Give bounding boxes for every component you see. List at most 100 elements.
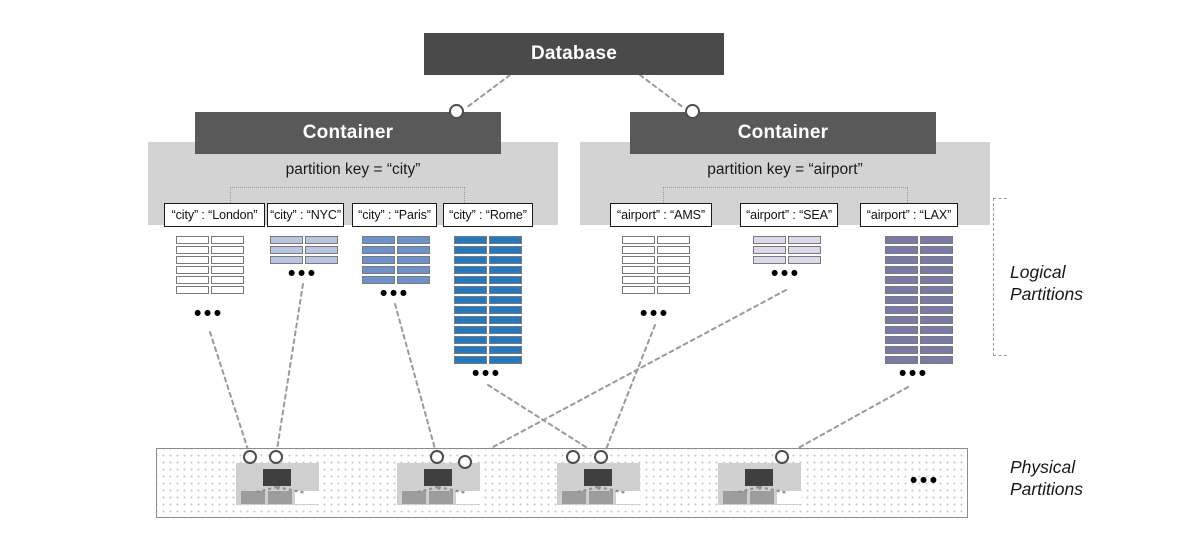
physical-partition-3-replica-b: [589, 491, 613, 504]
document-item: [885, 256, 918, 264]
document-item: [920, 336, 953, 344]
document-stack-rome: [454, 236, 522, 364]
document-stack-paris: [362, 236, 430, 284]
document-item: [622, 256, 655, 264]
document-item: [454, 326, 487, 334]
document-item: [454, 236, 487, 244]
physical-partition-3-replica-c: [616, 491, 640, 504]
document-item: [885, 296, 918, 304]
document-item: [657, 276, 690, 284]
physical-partition-2-host: [424, 469, 452, 486]
document-item: [454, 266, 487, 274]
physical-partition-2-connector-a[interactable]: [430, 450, 444, 464]
document-stack-london: [176, 236, 244, 294]
document-item: [211, 266, 244, 274]
document-item: [489, 256, 522, 264]
document-item: [885, 276, 918, 284]
document-item: [176, 236, 209, 244]
physical-partition-2-replica-c: [456, 491, 480, 504]
document-item: [176, 256, 209, 264]
document-stack-nyc: [270, 236, 338, 264]
document-column: [920, 236, 953, 364]
document-item: [305, 236, 338, 244]
document-item: [920, 286, 953, 294]
document-item: [489, 336, 522, 344]
logical-partition-key-rome: “city” : “Rome”: [443, 203, 533, 227]
document-column: [305, 236, 338, 264]
database-box: Database: [424, 33, 724, 75]
document-item: [657, 266, 690, 274]
logical-partitions-label: Logical Partitions: [1010, 262, 1083, 304]
physical-partition-1-replica-a: [241, 491, 265, 504]
document-item: [211, 236, 244, 244]
database-container-connector-left[interactable]: [449, 104, 464, 119]
document-item: [362, 266, 395, 274]
document-item: [454, 316, 487, 324]
document-column: [176, 236, 209, 294]
logical-partition-key-london: “city” : “London”: [164, 203, 265, 227]
physical-partition-1-connector-a[interactable]: [243, 450, 257, 464]
physical-partition-1-replica-c: [295, 491, 319, 504]
logical-partitions-bracket: [993, 198, 1007, 356]
document-stack-lax: [885, 236, 953, 364]
database-container-connector-right[interactable]: [685, 104, 700, 119]
document-item: [176, 286, 209, 294]
document-item: [489, 276, 522, 284]
physical-partition-4-connector-a[interactable]: [775, 450, 789, 464]
stack-ellipsis-rome: •••: [472, 362, 502, 385]
document-item: [270, 236, 303, 244]
document-item: [885, 236, 918, 244]
document-item: [920, 276, 953, 284]
document-item: [489, 356, 522, 364]
document-item: [211, 286, 244, 294]
document-item: [489, 246, 522, 254]
document-item: [885, 356, 918, 364]
physical-partition-3-connector-a[interactable]: [566, 450, 580, 464]
document-item: [885, 306, 918, 314]
document-item: [489, 316, 522, 324]
partition-key-label-city: partition key = “city”: [285, 161, 421, 178]
physical-partition-2[interactable]: [397, 463, 480, 505]
document-item: [270, 246, 303, 254]
stack-ellipsis-nyc: •••: [288, 262, 318, 285]
document-item: [454, 256, 487, 264]
document-item: [454, 246, 487, 254]
document-item: [885, 246, 918, 254]
document-item: [211, 276, 244, 284]
document-item: [176, 246, 209, 254]
document-column: [753, 236, 786, 264]
physical-partition-4[interactable]: [718, 463, 801, 505]
physical-partition-3[interactable]: [557, 463, 640, 505]
physical-partition-1-links: [252, 485, 307, 495]
physical-partition-1-connector-b[interactable]: [269, 450, 283, 464]
physical-partition-1-replica-b: [268, 491, 292, 504]
document-item: [920, 296, 953, 304]
document-column: [657, 236, 690, 294]
physical-partition-2-replica-b: [429, 491, 453, 504]
physical-partition-3-connector-b[interactable]: [594, 450, 608, 464]
physical-partition-1[interactable]: [236, 463, 319, 505]
document-item: [489, 326, 522, 334]
document-item: [885, 286, 918, 294]
document-item: [211, 256, 244, 264]
document-item: [920, 246, 953, 254]
physical-partition-1-host: [263, 469, 291, 486]
stack-ellipsis-paris: •••: [380, 282, 410, 305]
document-stack-ams: [622, 236, 690, 294]
document-item: [753, 236, 786, 244]
document-column: [211, 236, 244, 294]
document-item: [657, 246, 690, 254]
document-item: [489, 306, 522, 314]
partition-key-bracket-city: [230, 187, 465, 203]
document-item: [397, 266, 430, 274]
physical-partitions-label: Physical Partitions: [1010, 457, 1083, 499]
document-item: [920, 326, 953, 334]
document-item: [788, 246, 821, 254]
document-item: [454, 346, 487, 354]
physical-partition-2-connector-b[interactable]: [458, 455, 472, 469]
stack-ellipsis-london: •••: [194, 302, 224, 325]
document-item: [211, 246, 244, 254]
document-item: [489, 346, 522, 354]
container-label-airport: Container: [737, 122, 829, 143]
